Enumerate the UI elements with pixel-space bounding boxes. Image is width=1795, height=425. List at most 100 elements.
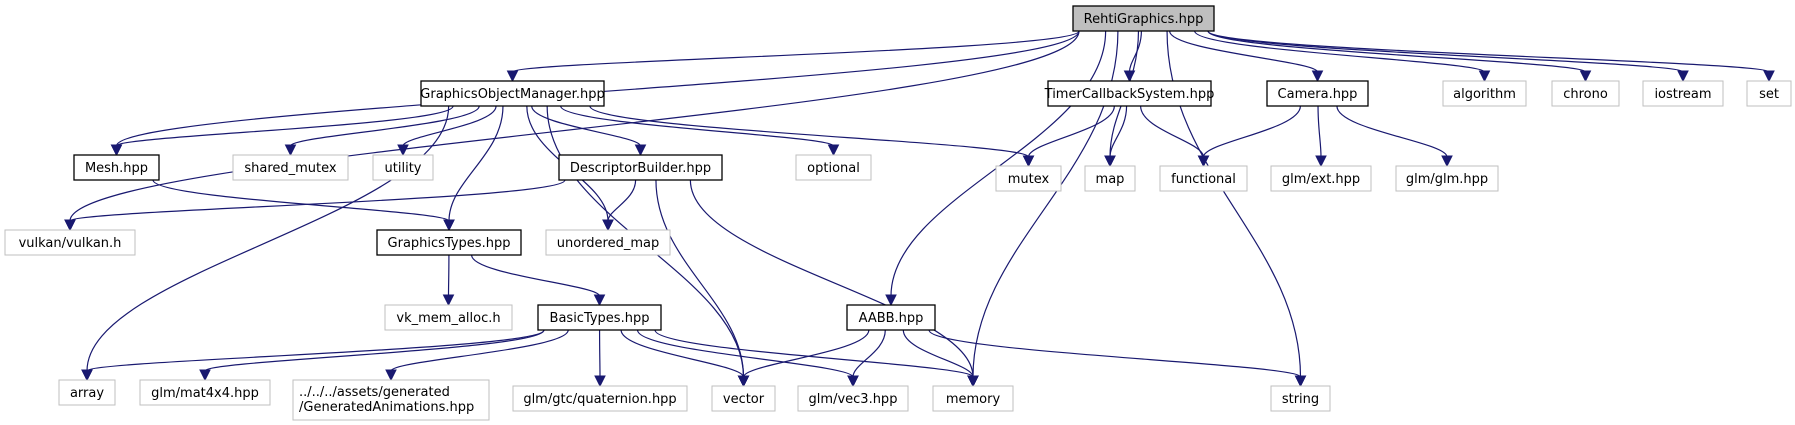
node-label: memory <box>946 392 1001 407</box>
node-box <box>58 379 116 406</box>
node-box <box>1746 80 1792 107</box>
node-optional: optional <box>795 154 872 181</box>
edge-aabb-to-vector <box>742 329 870 378</box>
edge-gom-to-utility <box>402 105 497 147</box>
node-gom[interactable]: GraphicsObjectManager.hpp <box>420 80 605 107</box>
node-array: array <box>58 379 116 406</box>
edge-timer-to-mutex <box>1027 105 1115 158</box>
arrowhead-icon <box>199 369 211 382</box>
node-glmext: glm/ext.hpp <box>1270 165 1372 192</box>
node-box <box>420 80 605 107</box>
edge-gom-to-shared_mutex <box>289 105 480 147</box>
node-aabb[interactable]: AABB.hpp <box>846 304 936 331</box>
node-label: RehtiGraphics.hpp <box>1084 12 1204 27</box>
edge-camera-to-glmext <box>1317 105 1322 158</box>
node-box <box>1266 80 1369 107</box>
node-label: array <box>70 386 104 401</box>
node-label: chrono <box>1563 87 1608 102</box>
node-label: glm/glm.hpp <box>1406 172 1488 187</box>
node-vkmem: vk_mem_alloc.h <box>384 304 513 331</box>
edge-aabb-to-memory <box>902 329 974 378</box>
node-camera[interactable]: Camera.hpp <box>1266 80 1369 107</box>
node-label: BasicTypes.hpp <box>550 311 650 326</box>
node-box <box>1159 165 1248 192</box>
edge-timer-to-map <box>1109 105 1128 158</box>
arrowhead-icon <box>64 219 76 232</box>
node-box <box>1442 80 1527 107</box>
node-mesh[interactable]: Mesh.hpp <box>73 154 160 181</box>
node-label: vulkan/vulkan.h <box>19 236 122 251</box>
node-label: GraphicsTypes.hpp <box>388 236 511 251</box>
edge-rehti-to-set <box>1207 30 1770 73</box>
node-label: optional <box>807 161 860 176</box>
arrowhead-icon <box>442 294 455 307</box>
arrowhead-icon <box>1311 70 1324 83</box>
edge-rehti-to-algorithm <box>1194 30 1486 73</box>
node-basictypes[interactable]: BasicTypes.hpp <box>537 304 662 331</box>
edge-descbuilder-to-unordered_map <box>607 179 637 222</box>
node-descbuilder[interactable]: DescriptorBuilder.hpp <box>558 154 723 181</box>
node-box <box>73 154 160 181</box>
node-mat4: glm/mat4x4.hpp <box>139 379 271 406</box>
node-set: set <box>1746 80 1792 107</box>
node-label: glm/gtc/quaternion.hpp <box>523 392 676 407</box>
node-box <box>545 229 671 256</box>
node-label: Camera.hpp <box>1278 87 1358 102</box>
arrowhead-icon <box>1294 375 1307 388</box>
edges-layer <box>64 30 1775 388</box>
node-label: DescriptorBuilder.hpp <box>570 161 711 176</box>
edge-timer-to-functional <box>1140 105 1205 158</box>
arrowhead-icon <box>594 375 606 388</box>
node-label: mutex <box>1008 172 1050 187</box>
node-string: string <box>1270 385 1331 412</box>
node-gtypes[interactable]: GraphicsTypes.hpp <box>376 229 522 256</box>
node-box <box>1270 385 1331 412</box>
arrowhead-icon <box>634 144 647 157</box>
node-glmglm: glm/glm.hpp <box>1395 165 1499 192</box>
node-label: Mesh.hpp <box>85 161 148 176</box>
node-box <box>795 154 872 181</box>
arrowhead-icon <box>443 219 455 232</box>
arrowhead-icon <box>506 70 519 83</box>
edge-rehti-to-iostream <box>1207 30 1684 73</box>
node-vector: vector <box>711 385 776 412</box>
edge-descbuilder-to-memory <box>689 179 974 378</box>
arrowhead-icon <box>1441 155 1453 168</box>
arrowhead-icon <box>1677 70 1689 83</box>
arrowhead-icon <box>885 294 897 307</box>
node-label: vk_mem_alloc.h <box>396 311 500 326</box>
arrowhead-icon <box>1315 155 1327 168</box>
node-utility: utility <box>372 154 434 181</box>
node-label: map <box>1096 172 1125 187</box>
arrowhead-icon <box>110 144 123 157</box>
node-label: set <box>1759 87 1779 102</box>
node-label: glm/mat4x4.hpp <box>151 386 259 401</box>
node-memory: memory <box>932 385 1014 412</box>
node-box <box>797 385 909 412</box>
edge-rehti-to-timer <box>1128 30 1142 73</box>
node-label: vector <box>723 392 765 407</box>
edge-gom-to-mesh <box>115 105 454 147</box>
edge-rehti-to-vulkan <box>69 30 1080 222</box>
node-rehti[interactable]: RehtiGraphics.hpp <box>1072 5 1215 32</box>
node-label: iostream <box>1654 87 1711 102</box>
edge-descbuilder-to-vector <box>655 179 745 378</box>
node-label: shared_mutex <box>244 161 337 176</box>
edge-basictypes-to-genanim <box>390 329 569 372</box>
node-timer[interactable]: TimerCallbackSystem.hpp <box>1044 80 1215 107</box>
edge-gom-to-optional <box>560 105 835 147</box>
nodes-layer: RehtiGraphics.hppGraphicsObjectManager.h… <box>4 5 1792 421</box>
arrowhead-icon <box>593 294 606 307</box>
arrowhead-icon <box>1022 155 1035 168</box>
node-label: glm/ext.hpp <box>1282 172 1360 187</box>
node-box <box>1551 80 1620 107</box>
node-box <box>4 229 136 256</box>
edge-camera-to-glmglm <box>1336 105 1448 158</box>
node-label: /GeneratedAnimations.hpp <box>299 400 474 415</box>
node-box <box>558 154 723 181</box>
node-algorithm: algorithm <box>1442 80 1527 107</box>
edge-rehti-to-gom <box>511 30 1080 73</box>
node-functional: functional <box>1159 165 1248 192</box>
edge-gom-to-mutex <box>589 105 1030 158</box>
